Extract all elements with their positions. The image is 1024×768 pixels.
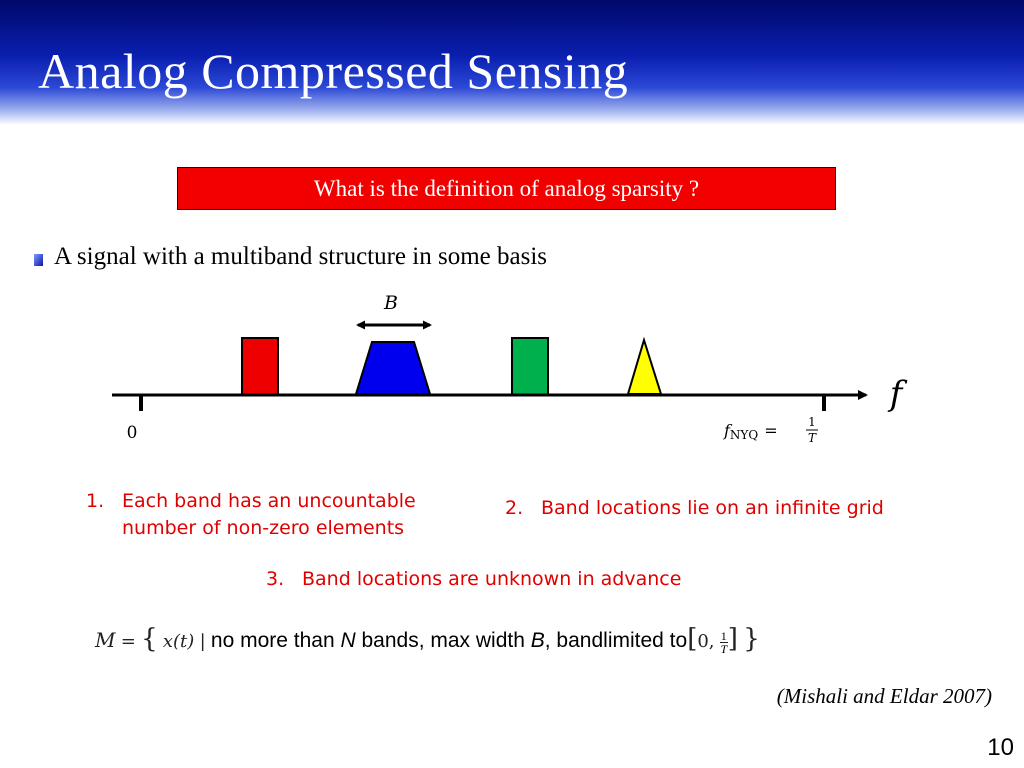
list-text: Each band has an uncountable xyxy=(122,490,416,512)
equals-sign: = xyxy=(120,631,136,652)
green-band xyxy=(511,337,549,396)
nyquist-numerator: 1 xyxy=(808,415,816,429)
nyquist-equals: = xyxy=(764,421,777,440)
nyquist-label: fNYQ = xyxy=(723,421,778,442)
title-bar xyxy=(0,0,1024,125)
nyquist-subscript: NYQ xyxy=(730,428,758,442)
list-item-2: 2. Band locations lie on an infinite grid xyxy=(505,495,884,522)
list-number: 2. xyxy=(505,497,524,519)
question-box: What is the definition of analog sparsit… xyxy=(177,167,836,210)
interval-open: [ xyxy=(687,624,698,654)
yellow-band xyxy=(626,336,663,395)
formula-text-3: , bandlimited to xyxy=(544,629,688,652)
interval-zero: 0, xyxy=(697,631,715,652)
blue-band xyxy=(354,341,432,395)
bullet-icon xyxy=(34,254,43,266)
list-text: Band locations are unknown in advance xyxy=(302,568,682,590)
signal-model-formula: M = { x(t) | no more than N bands, max w… xyxy=(95,624,760,655)
interval-numerator: 1 xyxy=(719,628,728,643)
list-item-3: 3. Band locations are unknown in advance xyxy=(266,566,681,593)
formula-text-1: no more than xyxy=(210,629,341,652)
interval-close: ] xyxy=(727,624,738,654)
slide-title: Analog Compressed Sensing xyxy=(38,43,629,99)
bullet-text: A signal with a multiband structure in s… xyxy=(54,243,547,270)
set-symbol: M xyxy=(95,628,116,652)
formula-N: N xyxy=(340,629,356,652)
nyquist-f: f xyxy=(723,421,733,440)
page-number: 10 xyxy=(987,734,1014,761)
list-item-1: 1. Each band has an uncountable number of… xyxy=(86,488,416,542)
red-band xyxy=(241,337,279,396)
close-brace: } xyxy=(743,624,760,654)
such-that-bar: | xyxy=(199,631,206,652)
nyquist-denominator: T xyxy=(808,431,817,445)
list-text: Band locations lie on an infinite grid xyxy=(541,497,884,519)
origin-label: 0 xyxy=(127,423,138,443)
list-number: 3. xyxy=(266,568,285,590)
frequency-axis-label: f xyxy=(887,374,908,414)
citation: (Mishali and Eldar 2007) xyxy=(776,684,992,708)
list-number: 1. xyxy=(86,490,105,512)
list-text-continued: number of non-zero elements xyxy=(122,517,405,539)
interval-denominator: T xyxy=(720,641,728,656)
signal-symbol: x(t) xyxy=(162,631,195,652)
formula-B: B xyxy=(530,629,545,652)
bandwidth-label: B xyxy=(383,292,398,314)
open-brace: { xyxy=(141,624,158,654)
formula-text-2: bands, max width xyxy=(355,629,531,652)
